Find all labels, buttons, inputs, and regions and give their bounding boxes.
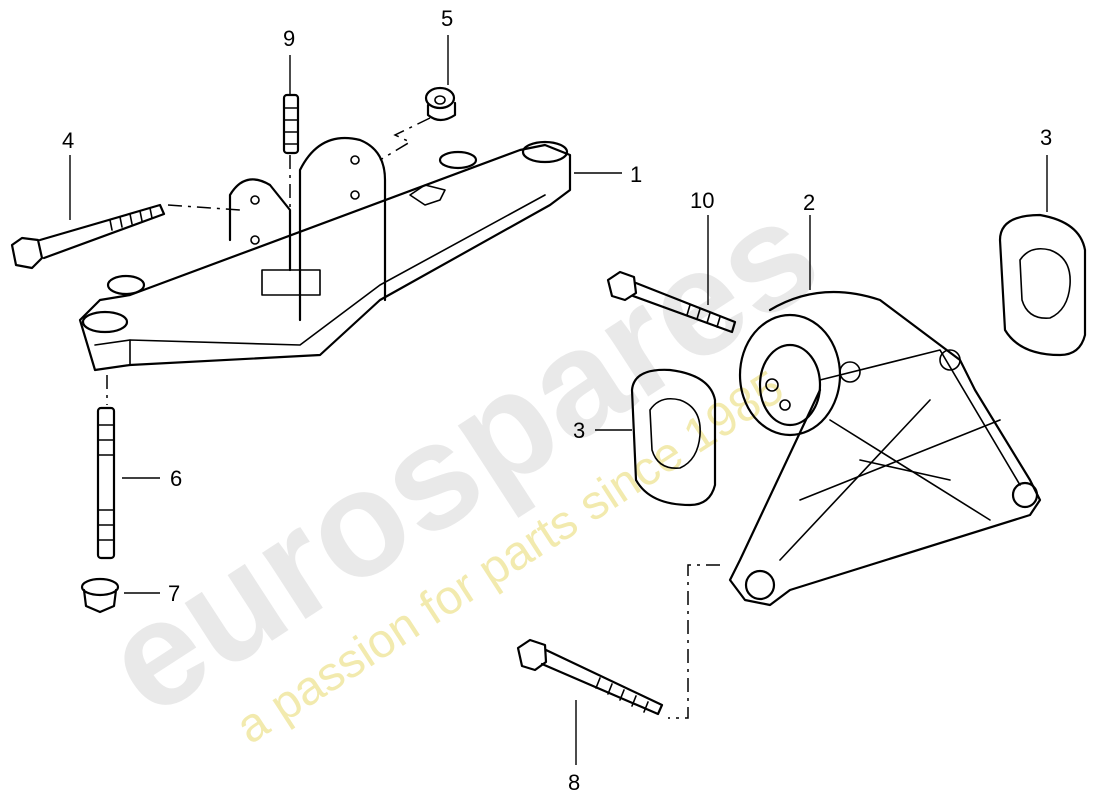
callout-10: 10 [690, 188, 714, 213]
assembly-line [668, 564, 720, 719]
callout-7: 7 [168, 581, 180, 606]
assembly-line [379, 117, 431, 161]
engine-mount-part [728, 290, 1042, 607]
hex-bolt-part [10, 203, 166, 270]
callout-9: 9 [283, 26, 295, 51]
callout-1: 1 [630, 162, 642, 187]
washer-plate-part [998, 213, 1087, 357]
assembly-line [167, 204, 241, 211]
hex-bolt-part [516, 638, 664, 716]
callout-6: 6 [170, 466, 182, 491]
hex-bolt-part [606, 270, 737, 334]
callout-3: 3 [1040, 125, 1052, 150]
stud-part [96, 406, 116, 560]
flange-nut-part [80, 577, 120, 614]
flange-nut-part [424, 86, 457, 122]
callouts: 1 2 3 3 4 5 6 7 8 9 10 [62, 6, 1052, 795]
watermark-brand: eurospares [76, 165, 846, 746]
callout-3: 3 [573, 418, 585, 443]
callout-5: 5 [441, 6, 453, 31]
callout-4: 4 [62, 128, 74, 153]
callout-8: 8 [568, 770, 580, 795]
leader-lines [69, 35, 1048, 765]
washer-plate-part [630, 368, 717, 507]
callout-2: 2 [803, 190, 815, 215]
stud-part [282, 93, 300, 155]
crossmember-part [78, 136, 572, 372]
